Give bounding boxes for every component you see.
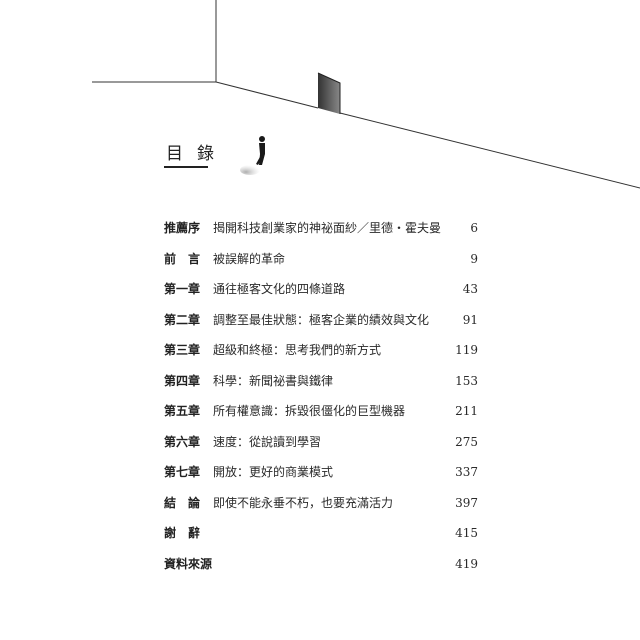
toc-entry[interactable]: 第七章 開放：更好的商業模式 337 bbox=[164, 462, 484, 493]
toc-entry-label: 第三章 bbox=[164, 343, 201, 357]
toc-entry-label: 資料來源 bbox=[164, 556, 213, 571]
toc-entry-title: 即使不能永垂不朽，也要充滿活力 bbox=[213, 495, 394, 510]
toc-entry-title: 超級和終極：思考我們的新方式 bbox=[213, 343, 382, 357]
toc-entry[interactable]: 第五章 所有權意識：拆毀很僵化的巨型機器 211 bbox=[164, 401, 484, 432]
toc-entry[interactable]: 第四章 科學：新聞祕書與鐵律 153 bbox=[164, 371, 484, 402]
toc-entry-title: 開放：更好的商業模式 bbox=[213, 465, 334, 479]
toc-entry-label: 第一章 bbox=[164, 282, 201, 296]
toc-title-underline bbox=[164, 166, 208, 168]
toc-entry-label: 第四章 bbox=[164, 373, 201, 388]
toc-entry-page: 6 bbox=[470, 221, 478, 235]
toc-entry-page: 91 bbox=[462, 312, 478, 327]
toc-entry-label: 第五章 bbox=[164, 404, 201, 418]
toc-entry-page: 419 bbox=[455, 556, 478, 571]
toc-entry-title: 速度：從說讀到學習 bbox=[213, 434, 322, 449]
toc-title: 目錄 bbox=[166, 144, 228, 164]
toc-entry-page: 153 bbox=[455, 373, 478, 388]
toc-entry-label: 謝辭 bbox=[164, 526, 213, 540]
toc-entry-title: 通往極客文化的四條道路 bbox=[213, 282, 346, 296]
toc-entry-title: 科學：新聞祕書與鐵律 bbox=[213, 373, 334, 388]
toc-entry[interactable]: 第六章 速度：從說讀到學習 275 bbox=[164, 432, 484, 463]
toc-entry-page: 337 bbox=[455, 465, 478, 479]
walking-person bbox=[240, 136, 265, 175]
toc-entry-label: 第七章 bbox=[164, 465, 201, 479]
door bbox=[317, 72, 341, 114]
toc-entry[interactable]: 資料來源 419 bbox=[164, 554, 484, 585]
toc-entry[interactable]: 前言 被誤解的革命 9 bbox=[164, 249, 484, 280]
toc-entry-title: 所有權意識：拆毀很僵化的巨型機器 bbox=[213, 404, 406, 418]
toc-entry-page: 43 bbox=[462, 282, 478, 296]
toc-entry-title: 被誤解的革命 bbox=[213, 251, 286, 266]
toc-entry-page: 211 bbox=[455, 404, 478, 418]
toc-entry-label: 第六章 bbox=[164, 434, 201, 449]
toc-entry-label: 第二章 bbox=[164, 312, 201, 327]
toc-entry-label: 結論 bbox=[164, 495, 213, 510]
toc-entry-title: 揭開科技創業家的神祕面紗／里德・霍夫曼 bbox=[213, 221, 442, 235]
toc-entry-page: 9 bbox=[470, 251, 478, 266]
toc-entry[interactable]: 結論 即使不能永垂不朽，也要充滿活力 397 bbox=[164, 493, 484, 524]
cover-illustration bbox=[92, 0, 640, 189]
toc-entry-label: 前言 bbox=[164, 251, 213, 266]
toc-entry[interactable]: 第三章 超級和終極：思考我們的新方式 119 bbox=[164, 340, 484, 371]
toc-entry-label: 推薦序 bbox=[164, 221, 201, 235]
toc-entry[interactable]: 第二章 調整至最佳狀態：極客企業的績效與文化 91 bbox=[164, 310, 484, 341]
toc-entry-title: 調整至最佳狀態：極客企業的績效與文化 bbox=[213, 312, 430, 327]
toc-entry-page: 119 bbox=[455, 343, 478, 357]
toc-list: 推薦序 揭開科技創業家的神祕面紗／里德・霍夫曼 6 前言 被誤解的革命 9 第一… bbox=[164, 218, 484, 584]
toc-entry-page: 397 bbox=[455, 495, 478, 510]
toc-entry[interactable]: 推薦序 揭開科技創業家的神祕面紗／里德・霍夫曼 6 bbox=[164, 218, 484, 249]
wall-lines bbox=[92, 0, 640, 189]
toc-entry[interactable]: 謝辭 415 bbox=[164, 523, 484, 554]
toc-entry-page: 275 bbox=[455, 434, 478, 449]
toc-entry-page: 415 bbox=[455, 526, 478, 540]
toc-entry[interactable]: 第一章 通往極客文化的四條道路 43 bbox=[164, 279, 484, 310]
